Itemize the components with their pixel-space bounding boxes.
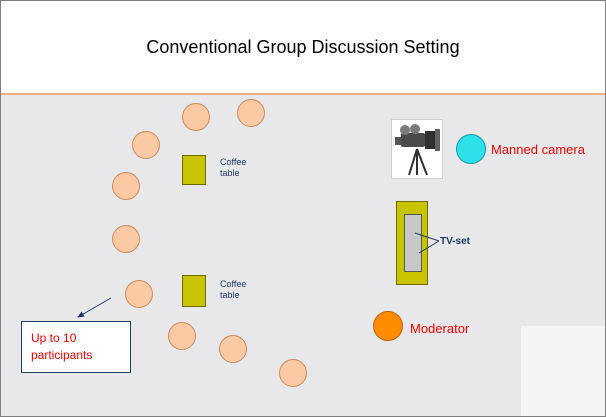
- participant-seat: [237, 99, 265, 127]
- title-band: Conventional Group Discussion Setting: [1, 1, 605, 93]
- camera-operator-marker: [456, 134, 486, 164]
- tv-set-label: TV-set: [440, 236, 471, 247]
- participant-seat: [132, 131, 160, 159]
- moderator-marker: [373, 311, 403, 341]
- moderator-label: Moderator: [410, 321, 470, 336]
- corner-panel: [521, 326, 605, 416]
- coffee-table: [182, 275, 206, 307]
- participant-seat: [168, 322, 196, 350]
- participants-callout-text: Up to 10 participants: [31, 331, 93, 362]
- video-camera-icon: [391, 119, 443, 179]
- participant-seat: [112, 172, 140, 200]
- manned-camera-label: Manned camera: [491, 142, 585, 157]
- participant-seat: [182, 103, 210, 131]
- coffee-table: [182, 155, 206, 185]
- participants-arrow: [77, 297, 112, 318]
- tv-label-leader-line: [414, 232, 440, 242]
- participant-seat: [125, 280, 153, 308]
- participant-seat: [279, 359, 307, 387]
- tv-screen: [404, 214, 422, 272]
- participant-seat: [112, 225, 140, 253]
- coffee-table-label: Coffee table: [220, 157, 247, 178]
- slide-title: Conventional Group Discussion Setting: [146, 37, 460, 57]
- tv-set: [396, 201, 428, 285]
- participants-callout: Up to 10 participants: [21, 321, 131, 373]
- tv-label-leader-line: [418, 240, 440, 254]
- participant-seat: [219, 335, 247, 363]
- coffee-table-label: Coffee table: [220, 279, 247, 300]
